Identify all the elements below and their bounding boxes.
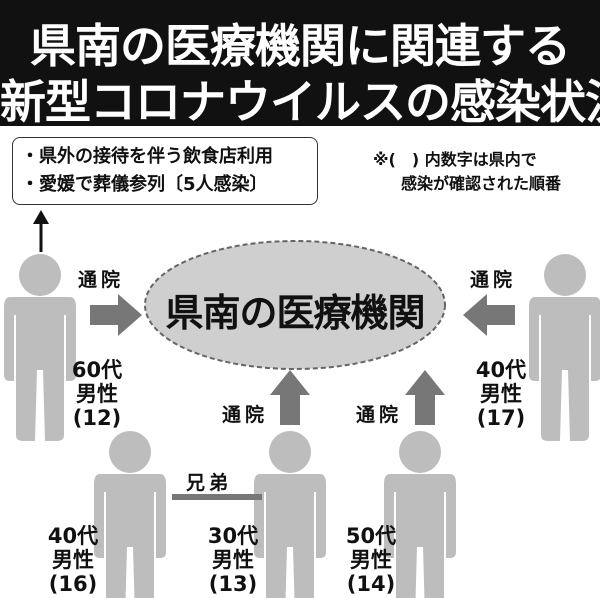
arrow-right-icon xyxy=(90,294,142,336)
medical-institution-label: 県南の医療機関 xyxy=(165,291,425,335)
person-figure-17 xyxy=(529,254,600,441)
footnote-line: ※( ) 内数字は県内で xyxy=(373,150,537,169)
person-label-14: 50代 男性 (14) xyxy=(336,524,406,596)
title-line-2: 新型コロナウイルスの感染状況 xyxy=(0,75,600,129)
sex: 男性 xyxy=(76,382,118,406)
visit-label: 通院 xyxy=(356,404,403,426)
age: 40代 xyxy=(475,358,527,382)
sex: 男性 xyxy=(212,548,254,572)
person-label-17: 40代 男性 (17) xyxy=(466,358,536,430)
arrow-left-icon xyxy=(463,294,515,336)
arrow-up-icon xyxy=(405,370,445,425)
arrow-head xyxy=(33,210,49,224)
order: (14) xyxy=(346,572,396,596)
visit-label: 通院 xyxy=(78,269,125,291)
sex: 男性 xyxy=(350,548,392,572)
footnote: ※( ) 内数字は県内で 感染が確認された順番 xyxy=(373,148,561,196)
person-label-13: 30代 男性 (13) xyxy=(198,524,268,596)
person-label-16: 40代 男性 (16) xyxy=(38,524,108,596)
order: (16) xyxy=(48,572,98,596)
age: 50代 xyxy=(345,524,397,548)
age: 60代 xyxy=(71,358,123,382)
age: 40代 xyxy=(47,524,99,548)
infection-source-box: ・県外の接待を伴う飲食店利用 ・愛媛で葬儀参列〔5人感染〕 xyxy=(12,137,318,205)
sex: 男性 xyxy=(52,548,94,572)
person-label-12: 60代 男性 (12) xyxy=(62,358,132,430)
order: (17) xyxy=(476,406,526,430)
arrow-up-icon xyxy=(270,370,310,425)
header-banner: 県南の医療機関に関連する 新型コロナウイルスの感染状況 xyxy=(0,0,600,129)
medical-institution-ellipse xyxy=(144,240,446,370)
source-item: ・県外の接待を伴う飲食店利用 xyxy=(21,146,273,167)
age: 30代 xyxy=(207,524,259,548)
order: (13) xyxy=(208,572,258,596)
brothers-label: 兄弟 xyxy=(186,472,233,494)
footnote-line: 感染が確認された順番 xyxy=(401,174,562,193)
visit-label: 通院 xyxy=(222,404,269,426)
title-line-1: 県南の医療機関に関連する xyxy=(30,19,571,73)
order: (12) xyxy=(72,406,122,430)
sex: 男性 xyxy=(480,382,522,406)
visit-label: 通院 xyxy=(470,269,517,291)
source-item: ・愛媛で葬儀参列〔5人感染〕 xyxy=(21,174,268,195)
